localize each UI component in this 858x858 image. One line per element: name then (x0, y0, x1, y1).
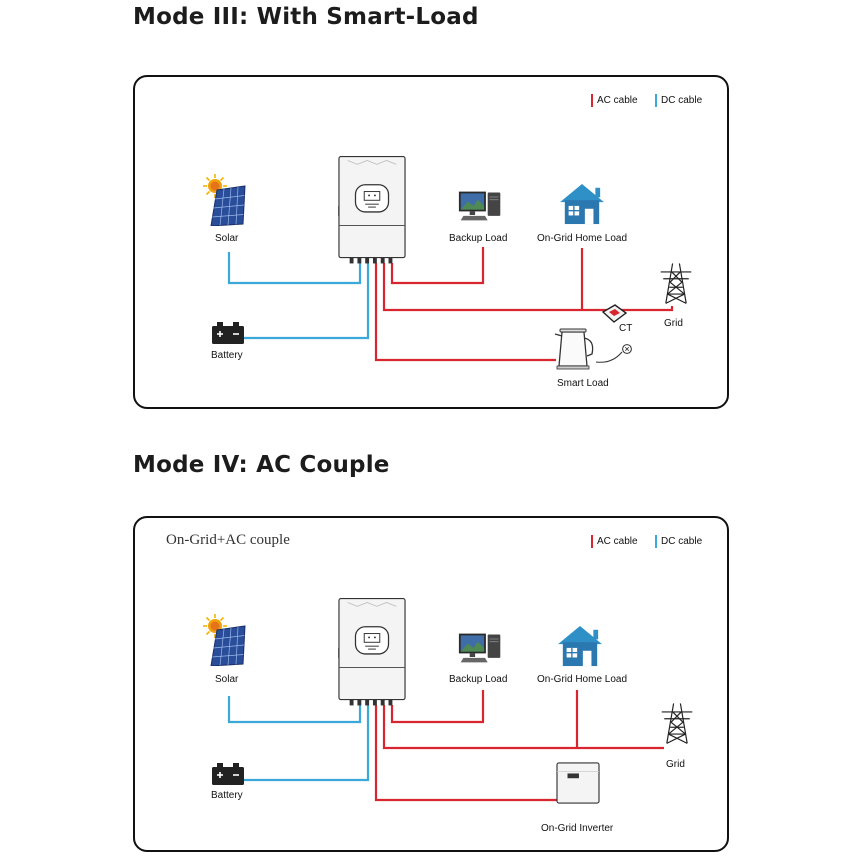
solar-panel-icon (203, 614, 246, 666)
mode4-title: Mode IV: AC Couple (133, 452, 390, 478)
backup-load-label: Backup Load (449, 233, 508, 244)
home-load-label: On-Grid Home Load (537, 674, 628, 685)
grid-ac-cable (382, 705, 664, 750)
on-grid-inverter-label: On-Grid Inverter (541, 823, 614, 834)
solar-dc-cable (227, 696, 362, 724)
battery-icon (212, 763, 244, 785)
hybrid-inverter-icon (338, 597, 406, 707)
grid-label: Grid (664, 318, 683, 329)
mode4-subtitle: On-Grid+AC couple (166, 532, 290, 548)
battery-label: Battery (211, 350, 243, 361)
solar-label: Solar (215, 674, 239, 685)
backup-ac-cable (390, 690, 485, 724)
computer-icon (458, 633, 501, 663)
mode4-legend-ac: AC cable (591, 535, 638, 548)
home-load-label: On-Grid Home Load (537, 233, 628, 244)
battery-dc-cable (240, 263, 370, 340)
battery-label: Battery (211, 790, 243, 801)
transmission-tower-icon (659, 262, 693, 305)
hybrid-inverter-icon (338, 155, 406, 265)
grid-ac-cable (382, 263, 674, 312)
inverter-ac-cable (374, 705, 558, 802)
kettle-icon (554, 328, 594, 370)
battery-dc-cable (240, 705, 370, 782)
solar-panel-icon (203, 174, 246, 226)
dc-legend-label: DC cable (661, 536, 703, 547)
mode3-legend-ac: AC cable (591, 94, 638, 107)
house-icon (559, 183, 605, 225)
smartload-ac-cable (374, 263, 556, 362)
house-icon (557, 625, 603, 667)
mode3-panel (133, 75, 729, 409)
plug-icon (622, 344, 632, 354)
mode4-diagram (203, 597, 694, 804)
mode3-diagram (203, 155, 693, 370)
computer-icon (458, 191, 501, 221)
grid-label: Grid (666, 759, 685, 770)
mode4-panel (133, 516, 729, 852)
battery-icon (212, 322, 244, 344)
mode3-legend-dc: DC cable (655, 94, 702, 107)
backup-load-label: Backup Load (449, 674, 508, 685)
ac-legend-label: AC cable (597, 536, 638, 547)
ac-legend-label: AC cable (597, 95, 638, 106)
ct-clamp-icon (602, 304, 627, 323)
solar-label: Solar (215, 233, 239, 244)
backup-ac-cable (390, 247, 485, 285)
ac-legend-swatch (591, 535, 593, 548)
grid-tie-inverter-icon (556, 762, 600, 804)
smart-load-label: Smart Load (557, 378, 609, 389)
transmission-tower-icon (660, 702, 694, 745)
ct-label: CT (619, 323, 633, 334)
dc-legend-swatch (655, 94, 657, 107)
solar-dc-cable (227, 252, 362, 285)
dc-legend-label: DC cable (661, 95, 703, 106)
dc-legend-swatch (655, 535, 657, 548)
mode4-legend-dc: DC cable (655, 535, 702, 548)
mode3-title: Mode III: With Smart-Load (133, 4, 479, 30)
ac-legend-swatch (591, 94, 593, 107)
